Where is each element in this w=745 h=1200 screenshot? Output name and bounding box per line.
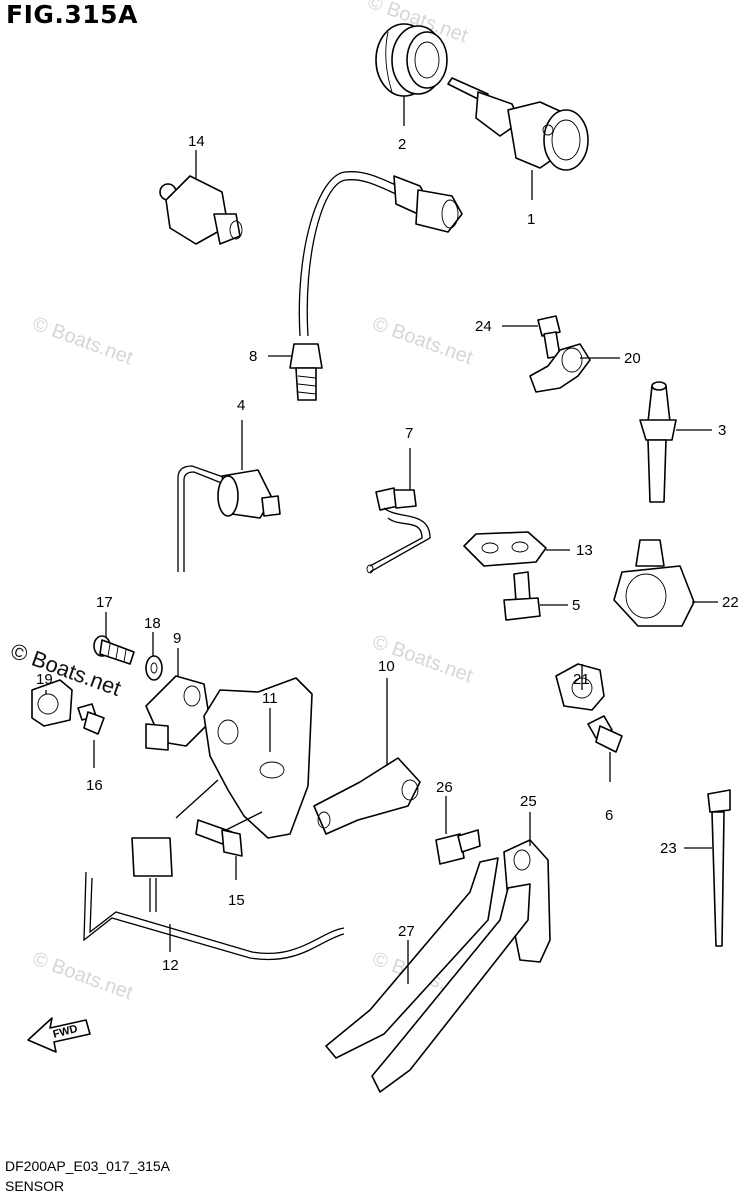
- part-number-14[interactable]: 14: [188, 133, 205, 150]
- pressure-sensor-part-14[interactable]: [159, 175, 243, 245]
- part-number-9[interactable]: 9: [173, 630, 181, 647]
- probe-sensor-part-3[interactable]: [639, 381, 677, 503]
- clamp-part-20[interactable]: [529, 343, 591, 393]
- part-number-15[interactable]: 15: [228, 892, 245, 909]
- wiring-harness-part-12[interactable]: [83, 837, 345, 961]
- part-number-3[interactable]: 3: [718, 422, 726, 439]
- bolt-part-16[interactable]: [77, 703, 105, 735]
- part-number-4[interactable]: 4: [237, 397, 245, 414]
- part-number-21[interactable]: 21: [573, 671, 590, 688]
- grommet-part-2[interactable]: [375, 23, 448, 97]
- hose-sensor-part-7[interactable]: [366, 487, 431, 574]
- bolt-part-15[interactable]: [195, 819, 243, 857]
- part-number-19[interactable]: 19: [36, 671, 53, 688]
- part-number-27[interactable]: 27: [398, 923, 415, 940]
- part-number-16[interactable]: 16: [86, 777, 103, 794]
- sensor-cable-part-8[interactable]: [289, 171, 463, 401]
- part-number-6[interactable]: 6: [605, 807, 613, 824]
- knock-sensor-part-4[interactable]: [177, 465, 281, 572]
- fwd-direction-arrow: FWD: [27, 1017, 91, 1053]
- position-sensor-part-9[interactable]: [145, 675, 211, 751]
- lever-part-10[interactable]: [313, 757, 421, 835]
- part-number-18[interactable]: 18: [144, 615, 161, 632]
- part-number-26[interactable]: 26: [436, 779, 453, 796]
- figure-title: FIG.315A: [6, 0, 138, 29]
- part-number-20[interactable]: 20: [624, 350, 641, 367]
- part-number-5[interactable]: 5: [572, 597, 580, 614]
- part-number-24[interactable]: 24: [475, 318, 492, 335]
- bolt-part-5[interactable]: [503, 571, 541, 621]
- cable-tie-part-23[interactable]: [707, 789, 731, 947]
- washer-part-18[interactable]: [145, 655, 163, 681]
- part-number-22[interactable]: 22: [722, 594, 739, 611]
- bracket-part-13[interactable]: [463, 531, 547, 567]
- part-number-1[interactable]: 1: [527, 211, 535, 228]
- part-number-7[interactable]: 7: [405, 425, 413, 442]
- part-number-8[interactable]: 8: [249, 348, 257, 365]
- figure-name: SENSOR: [5, 1178, 65, 1194]
- bolt-part-6[interactable]: [587, 715, 623, 753]
- arm-part-27[interactable]: [325, 857, 531, 1093]
- clamp-part-19[interactable]: [31, 679, 73, 727]
- part-number-17[interactable]: 17: [96, 594, 113, 611]
- figure-code: DF200AP_E03_017_315A: [5, 1158, 171, 1174]
- part-number-2[interactable]: 2: [398, 136, 406, 153]
- temp-sensor-part-1[interactable]: [447, 77, 589, 171]
- part-number-10[interactable]: 10: [378, 658, 395, 675]
- callouts: 1 2 3 4 5 6 7 8 9 10 11 12 13 14 15 16 1: [36, 96, 739, 984]
- part-number-11[interactable]: 11: [262, 690, 278, 707]
- part-number-23[interactable]: 23: [660, 840, 677, 857]
- clamp-part-21[interactable]: [555, 663, 605, 711]
- bolt-part-26[interactable]: [435, 829, 481, 865]
- bracket-part-11[interactable]: [175, 677, 313, 839]
- part-number-12[interactable]: 12: [162, 957, 179, 974]
- part-number-13[interactable]: 13: [576, 542, 593, 559]
- cable-clip-part-22[interactable]: [613, 539, 695, 627]
- bolt-part-24[interactable]: [537, 315, 561, 359]
- screw-part-17[interactable]: [93, 635, 135, 665]
- part-number-25[interactable]: 25: [520, 793, 537, 810]
